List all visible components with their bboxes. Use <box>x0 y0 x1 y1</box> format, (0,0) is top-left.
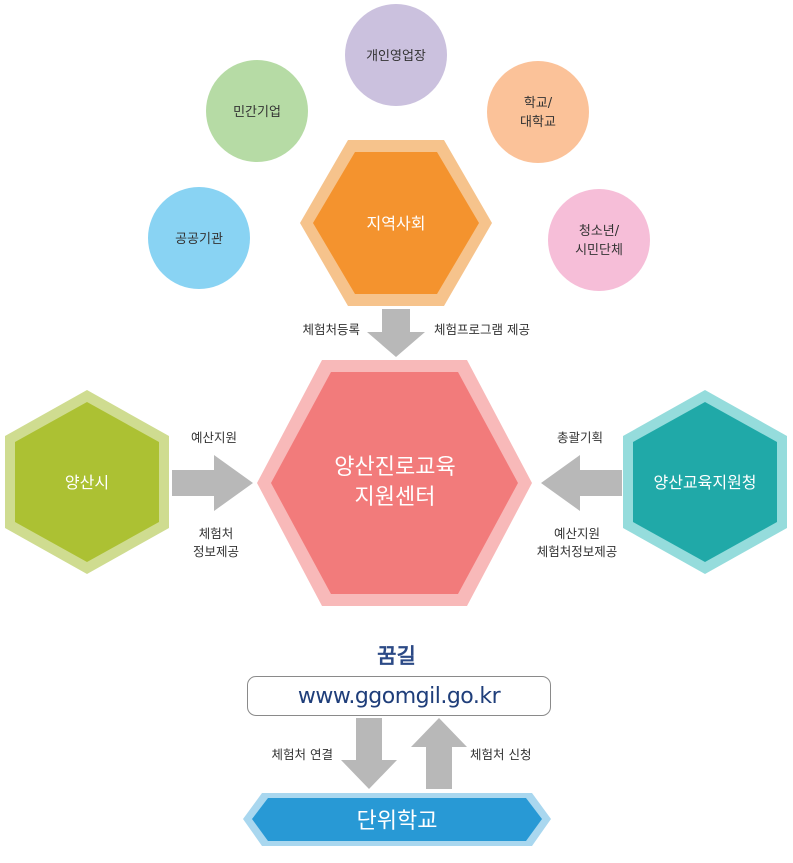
school-unit-banner: 단위학교 <box>243 793 551 846</box>
right-arrow-top-label: 총괄기획 <box>557 430 603 445</box>
left-label: 양산시 <box>65 473 109 492</box>
top-arrow-right-label: 체험프로그램 제공 <box>434 322 530 337</box>
bottom-arrow-right-label: 체험처 신청 <box>470 747 531 762</box>
node-youth-label-2: 시민단체 <box>575 243 623 258</box>
left-arrow-top-label: 예산지원 <box>191 430 237 445</box>
school-unit-label: 단위학교 <box>357 809 438 834</box>
node-private: 민간기업 <box>206 60 308 162</box>
left-arrow-bottom-label-1: 체험처 <box>199 526 234 541</box>
node-self-label: 개인영업장 <box>366 49 426 64</box>
left-arrow-bottom-label-2: 정보제공 <box>193 544 239 559</box>
community-hexagon: 지역사회 <box>300 140 492 306</box>
node-self: 개인영업장 <box>345 4 447 106</box>
right-label: 양산교육지원청 <box>653 473 756 492</box>
node-school: 학교/ 대학교 <box>487 61 589 163</box>
center-label-2: 지원센터 <box>355 485 436 510</box>
center-hexagon: 양산진로교육 지원센터 <box>257 360 532 606</box>
node-youth: 청소년/ 시민단체 <box>548 189 650 291</box>
site-title: 꿈길 <box>377 644 416 668</box>
right-arrow-bottom-label-1: 예산지원 <box>554 526 600 541</box>
site-url-box[interactable]: www.ggomgil.go.kr <box>247 676 551 716</box>
node-private-label: 민간기업 <box>233 105 281 120</box>
node-school-label-1: 학교/ <box>524 96 553 111</box>
left-hexagon: 양산시 <box>5 390 169 574</box>
bottom-arrow-left-label: 체험처 연결 <box>272 747 333 762</box>
right-arrow: 총괄기획 예산지원 체험처정보제공 <box>537 430 622 559</box>
community-label: 지역사회 <box>367 214 426 233</box>
node-public-label: 공공기관 <box>175 232 223 247</box>
node-school-label-2: 대학교 <box>520 115 556 130</box>
bottom-arrows: 체험처 연결 체험처 신청 <box>272 718 531 789</box>
node-public: 공공기관 <box>148 187 250 289</box>
site-url[interactable]: www.ggomgil.go.kr <box>297 683 501 709</box>
top-arrow-left-label: 체험처등록 <box>302 322 360 337</box>
right-arrow-bottom-label-2: 체험처정보제공 <box>537 544 618 559</box>
center-label-1: 양산진로교육 <box>334 455 455 480</box>
node-youth-label-1: 청소년/ <box>579 224 620 239</box>
right-hexagon: 양산교육지원청 <box>623 390 787 574</box>
top-arrow: 체험처등록 체험프로그램 제공 <box>302 309 530 357</box>
left-arrow: 예산지원 체험처 정보제공 <box>172 430 253 559</box>
